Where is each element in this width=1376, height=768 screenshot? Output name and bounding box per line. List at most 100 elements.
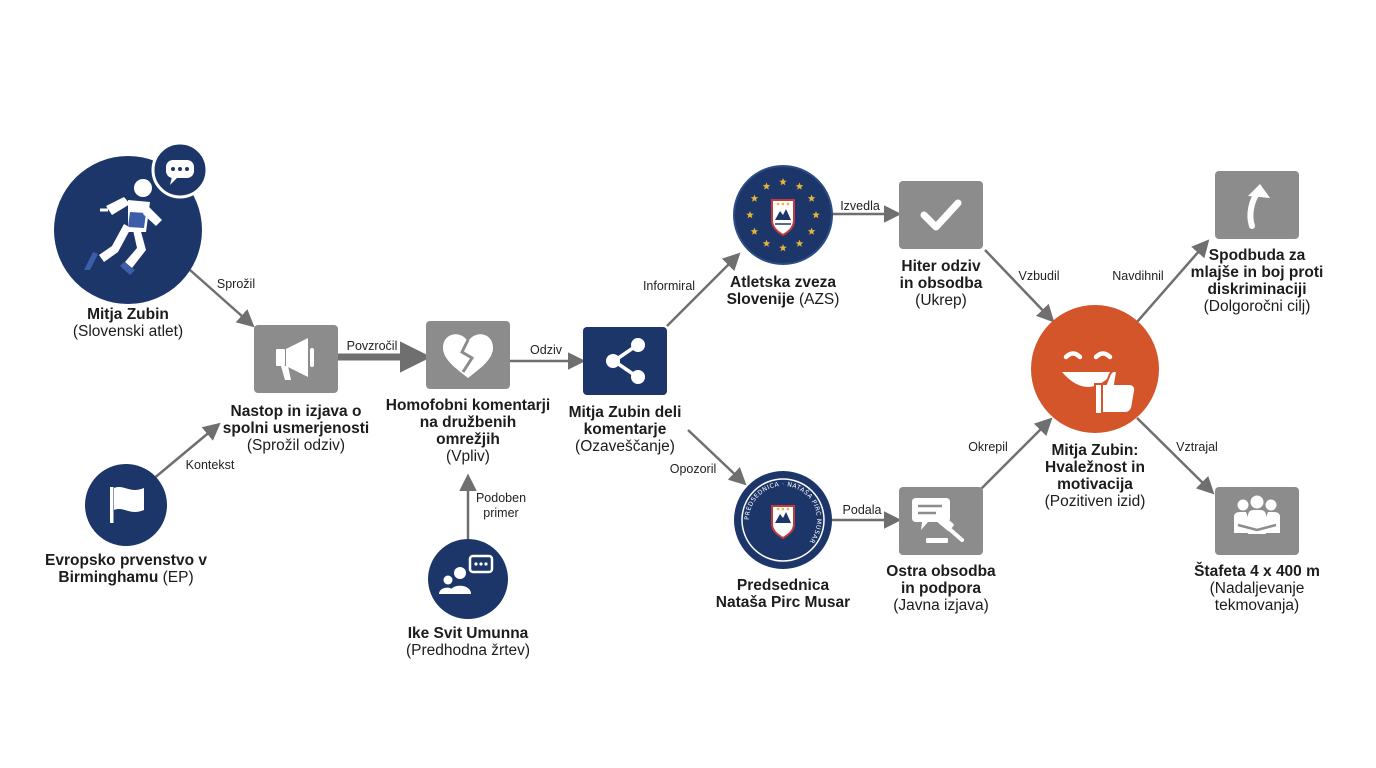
- node-homofobni: [426, 321, 510, 389]
- node-title-line: omrežjih: [436, 431, 500, 448]
- eu-stars: [746, 178, 820, 252]
- node-title-line: in podpora: [900, 580, 982, 597]
- node-title-line: Ostra obsodba: [886, 563, 996, 580]
- node-subtitle: (Ozaveščanje): [575, 438, 675, 455]
- node-subtitle-line: (Nadaljevanje: [1209, 580, 1305, 597]
- node-title-line: Homofobni komentarji: [385, 397, 551, 414]
- edge-label-line: primer: [483, 506, 519, 520]
- node-ostra: [899, 487, 983, 555]
- node-predsednica: PREDSEDNICA · NATAŠA PIRC MUSAR: [734, 471, 832, 569]
- label-homofobni: Homofobni komentarji na družbenih omrežj…: [378, 397, 558, 465]
- node-title-line: Hvaležnost in: [1045, 459, 1145, 476]
- edge-label-vzbudil: Vzbudil: [1018, 269, 1060, 283]
- star-icon: [750, 194, 759, 202]
- edge-label-povzrocil: Povzročil: [346, 339, 398, 353]
- star-icon: [779, 244, 787, 252]
- node-spodbuda: [1215, 171, 1299, 239]
- star-icon: [807, 227, 816, 235]
- share-icon: [606, 338, 645, 384]
- checkmark-icon: [920, 199, 962, 231]
- smile-thumbs-up-icon: [1062, 351, 1137, 415]
- node-subtitle: (Vpliv): [446, 448, 490, 465]
- edge-label-kontekst: Kontekst: [185, 458, 235, 472]
- star-icon: [762, 182, 771, 190]
- edge-informiral: [666, 252, 741, 327]
- broken-heart-icon: [443, 334, 493, 378]
- node-hvaleznost: [1031, 305, 1159, 433]
- label-ike: Ike Svit Umunna (Predhodna žrtev): [378, 625, 558, 659]
- node-mitja-atlet: [54, 141, 209, 304]
- node-azs: [733, 165, 833, 265]
- label-mitja-atlet: Mitja Zubin (Slovenski atlet): [48, 306, 208, 340]
- node-title-line: Hiter odziv: [901, 258, 981, 275]
- node-title-line: diskriminaciji: [1207, 281, 1307, 298]
- label-nastop: Nastop in izjava o spolni usmerjenosti (…: [206, 403, 386, 454]
- node-title: Ike Svit Umunna: [407, 625, 529, 642]
- edge-opozoril: [687, 429, 747, 486]
- node-title: Štafeta 4 x 400 m: [1194, 563, 1320, 580]
- node-title-line: Birminghamu: [58, 569, 159, 586]
- edge-vztrajal: [1136, 417, 1215, 495]
- node-subtitle: (AZS): [798, 291, 840, 308]
- edge-sprozil: [189, 269, 255, 328]
- node-hiter: [899, 181, 983, 249]
- star-icon: [762, 239, 771, 247]
- edges: [151, 205, 1215, 540]
- megaphone-icon: [276, 338, 314, 380]
- node-subtitle: (Pozitiven izid): [1044, 493, 1146, 510]
- group-chat-icon: [439, 554, 494, 594]
- label-azs: Atletska zveza Slovenije (AZS): [693, 274, 873, 308]
- edge-label-okrepil: Okrepil: [968, 440, 1008, 454]
- node-subtitle: (Dolgoročni cilj): [1203, 298, 1311, 315]
- node-title-line: na družbenih: [419, 414, 517, 431]
- star-icon: [812, 211, 820, 219]
- star-icon: [746, 211, 754, 219]
- team-icon: [1234, 495, 1280, 534]
- node-title-line: spolni usmerjenosti: [222, 420, 370, 437]
- speech-bubble-icon: [151, 141, 209, 199]
- edge-label-opozoril: Opozoril: [669, 462, 717, 476]
- node-subtitle: (Predhodna žrtev): [405, 642, 531, 659]
- speech-gavel-icon: [912, 498, 964, 543]
- label-stafeta: Štafeta 4 x 400 m (Nadaljevanje tekmovan…: [1167, 563, 1347, 614]
- node-deli: [583, 327, 667, 395]
- node-subtitle: (Sprožil odziv): [246, 437, 346, 454]
- node-subtitle-line: tekmovanja): [1214, 597, 1300, 614]
- node-title-line: motivacija: [1057, 476, 1133, 493]
- edge-label-sprozil: Sprožil: [216, 277, 256, 291]
- node-title-line: Nataša Pirc Musar: [715, 594, 851, 611]
- edge-vzbudil: [984, 249, 1055, 323]
- label-spodbuda: Spodbuda za mlajše in boj proti diskrimi…: [1167, 247, 1347, 315]
- star-icon: [750, 227, 759, 235]
- node-title-line: in obsodba: [899, 275, 983, 292]
- edge-label-informiral: Informiral: [642, 279, 696, 293]
- node-title-line: Predsednica: [736, 577, 830, 594]
- edge-navdihnil: [1136, 239, 1210, 323]
- node-stafeta: [1215, 487, 1299, 555]
- edge-label-podala: Podala: [842, 503, 882, 517]
- edge-label-line: Podoben: [475, 491, 527, 505]
- edge-label-vztrajal: Vztrajal: [1176, 440, 1218, 454]
- node-ep: [85, 464, 167, 546]
- node-title-line: Slovenije: [726, 291, 795, 308]
- flag-icon: [110, 487, 144, 523]
- azs-emblem-icon: [771, 199, 795, 237]
- edge-label-podoben: Podoben primer: [466, 491, 536, 521]
- presidential-seal-icon: [771, 505, 795, 540]
- node-ike: [428, 539, 508, 619]
- runner-icon: [84, 179, 162, 275]
- edge-okrepil: [979, 417, 1053, 491]
- arrow-up-icon: [1247, 184, 1270, 229]
- node-title-line: Evropsko prvenstvo v: [45, 552, 207, 569]
- edge-label-navdihnil: Navdihnil: [1112, 269, 1164, 283]
- node-subtitle: (Javna izjava): [893, 597, 989, 614]
- node-subtitle: (Ukrep): [915, 292, 967, 309]
- label-deli: Mitja Zubin deli komentarje (Ozaveščanje…: [535, 404, 715, 455]
- label-hiter: Hiter odziv in obsodba (Ukrep): [851, 258, 1031, 309]
- node-nastop: [254, 325, 338, 393]
- label-ostra: Ostra obsodba in podpora (Javna izjava): [851, 563, 1031, 614]
- node-title-line: Nastop in izjava o: [230, 403, 362, 420]
- edge-kontekst: [151, 422, 221, 481]
- node-title-line: Atletska zveza: [730, 274, 836, 291]
